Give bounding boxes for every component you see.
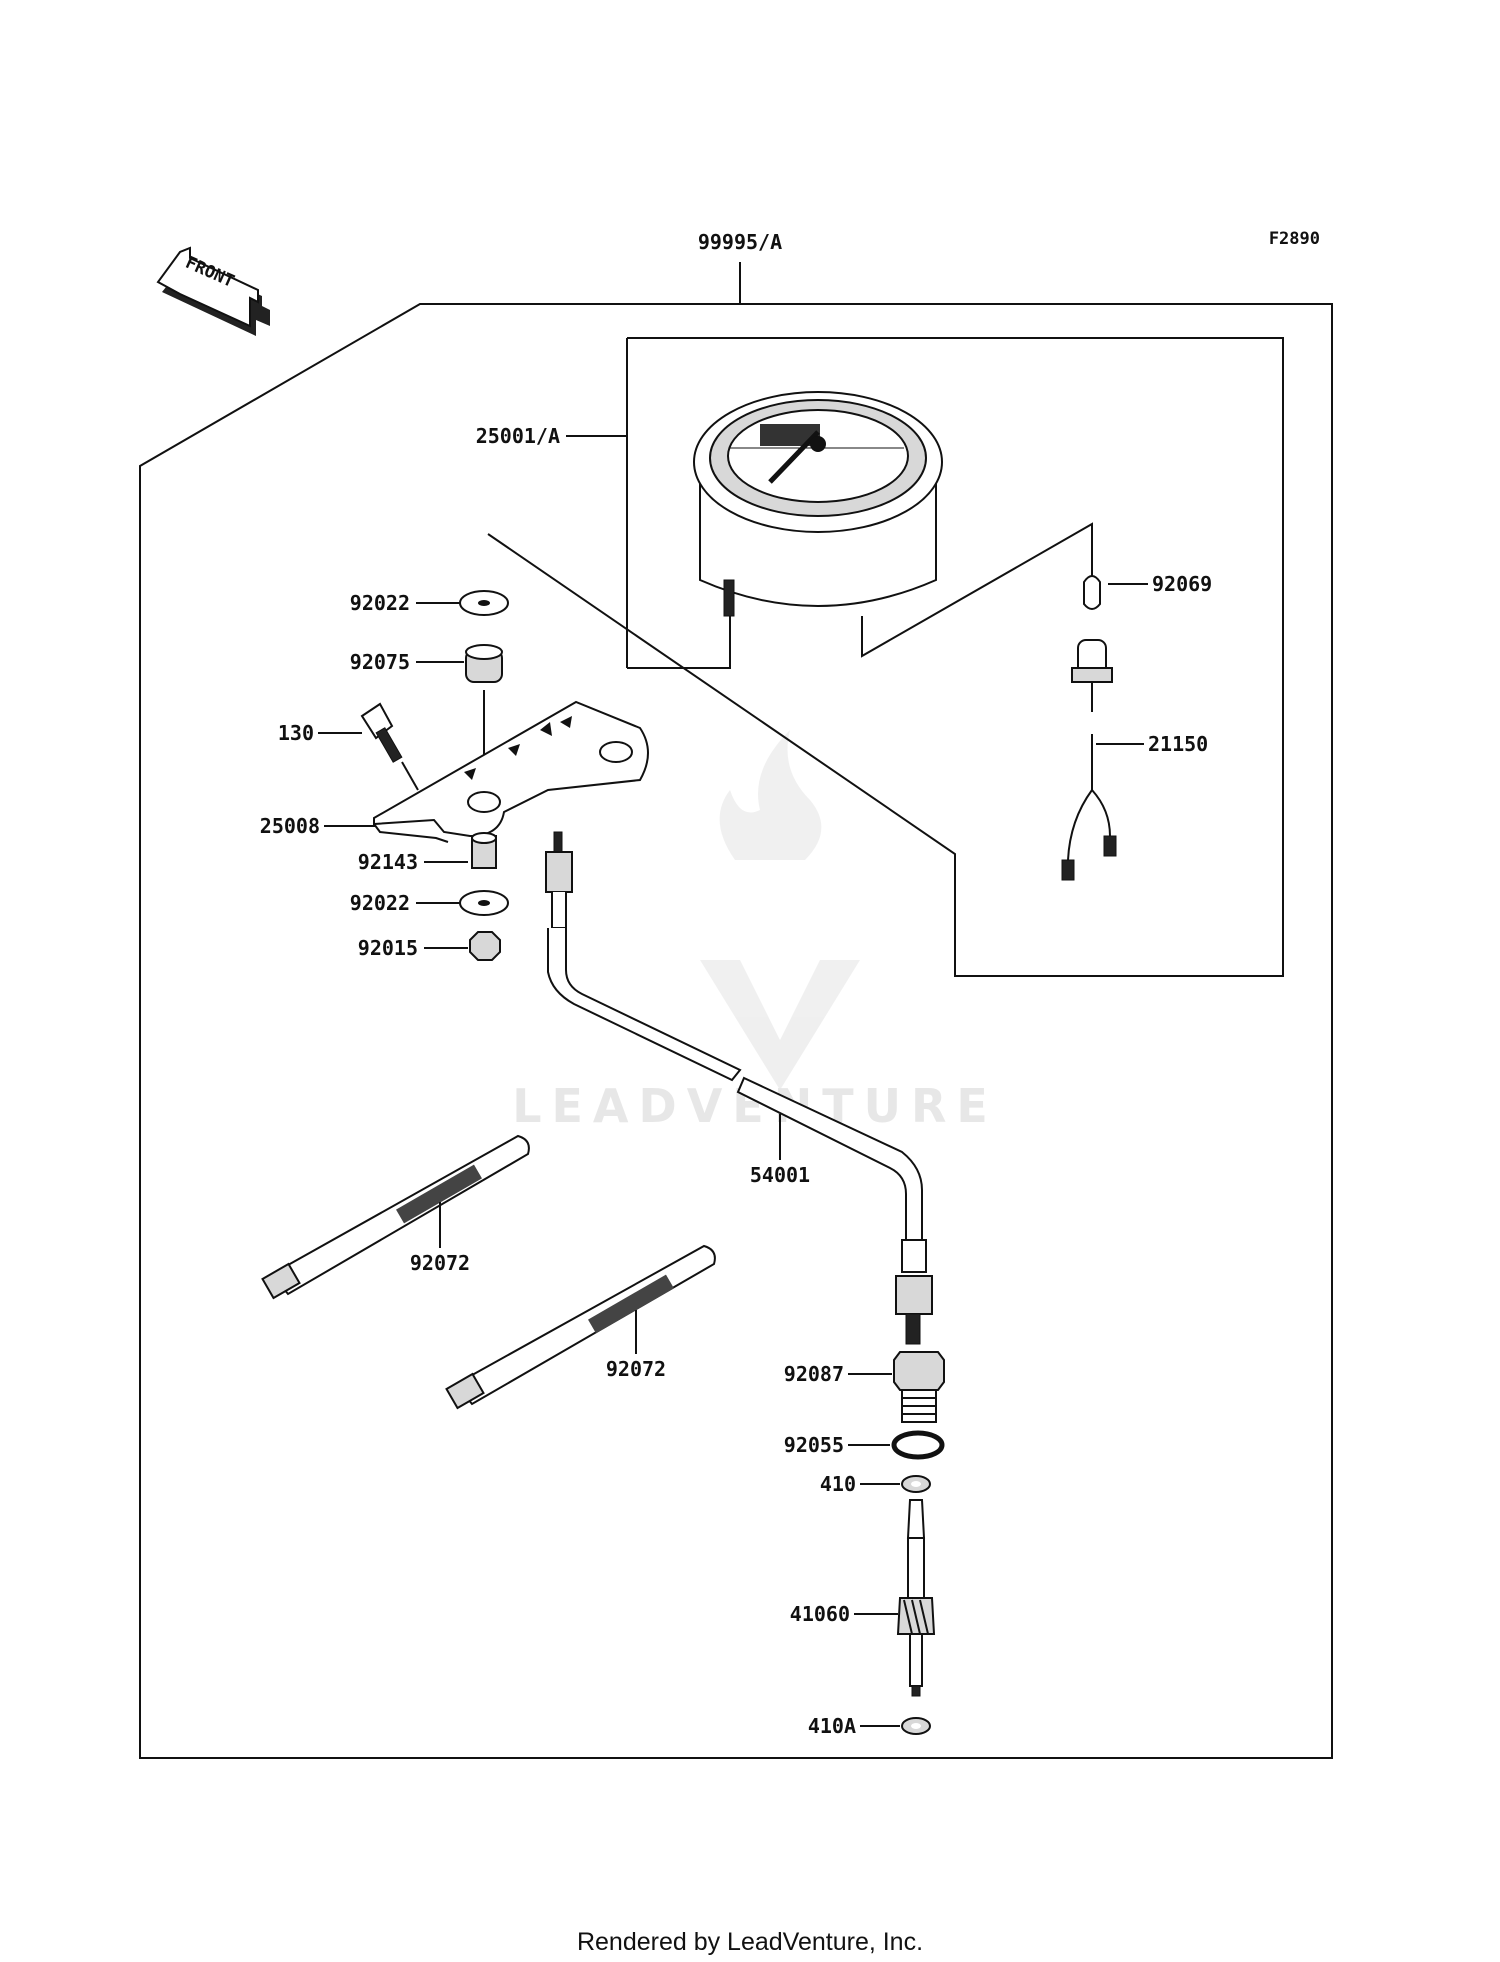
callout-grommet-top: 92022 [350, 591, 410, 615]
callout-bolt: 130 [278, 721, 314, 745]
callout-bracket: 25008 [260, 814, 320, 838]
callout-bushing: 92087 [784, 1362, 844, 1386]
o-ring-part [891, 1430, 945, 1460]
callout-o-ring: 92055 [784, 1433, 844, 1457]
gear-shaft-part [896, 1499, 936, 1697]
bolt-axis [401, 761, 419, 791]
callout-socket: 21150 [1148, 732, 1208, 756]
callout-gear: 41060 [790, 1602, 850, 1626]
callout-nut: 92015 [358, 936, 418, 960]
subframe-notch-left [627, 640, 731, 669]
band-left-part [261, 1134, 530, 1300]
speedometer-cable-part [545, 831, 933, 1345]
band-right-part [445, 1244, 716, 1410]
socket-part [1061, 639, 1117, 881]
front-arrow-icon: FRONT [156, 246, 270, 336]
callout-collar: 92143 [358, 850, 418, 874]
subframe-notch-right [861, 522, 1093, 658]
callout-meter: 25001/A [476, 424, 560, 448]
leadventure-watermark: LEADVENTURE [512, 730, 988, 1133]
footer-credit: Rendered by LeadVenture, Inc. [576, 1928, 924, 1956]
callout-cable: 54001 [750, 1163, 810, 1187]
damper-part [465, 644, 503, 683]
callout-grommet-bottom: 92022 [350, 891, 410, 915]
callout-band-right: 92072 [606, 1357, 666, 1381]
bolt-part [360, 702, 403, 763]
callout-washer-top: 410 [820, 1472, 856, 1496]
callout-bulb: 92069 [1152, 572, 1212, 596]
figure-code: F2890 [1269, 229, 1320, 249]
callout-damper: 92075 [350, 650, 410, 674]
callout-washer-bottom: 410A [808, 1714, 856, 1738]
bushing-part [893, 1351, 945, 1423]
speedometer [693, 391, 943, 640]
meter-subframe [487, 337, 1284, 977]
callout-band-left: 92072 [410, 1251, 470, 1275]
callout-kit: 99995/A [698, 230, 782, 254]
bulb-part [1083, 575, 1101, 610]
bracket-part [373, 700, 649, 843]
kit-frame [139, 303, 1333, 1759]
nut-part [469, 931, 501, 961]
